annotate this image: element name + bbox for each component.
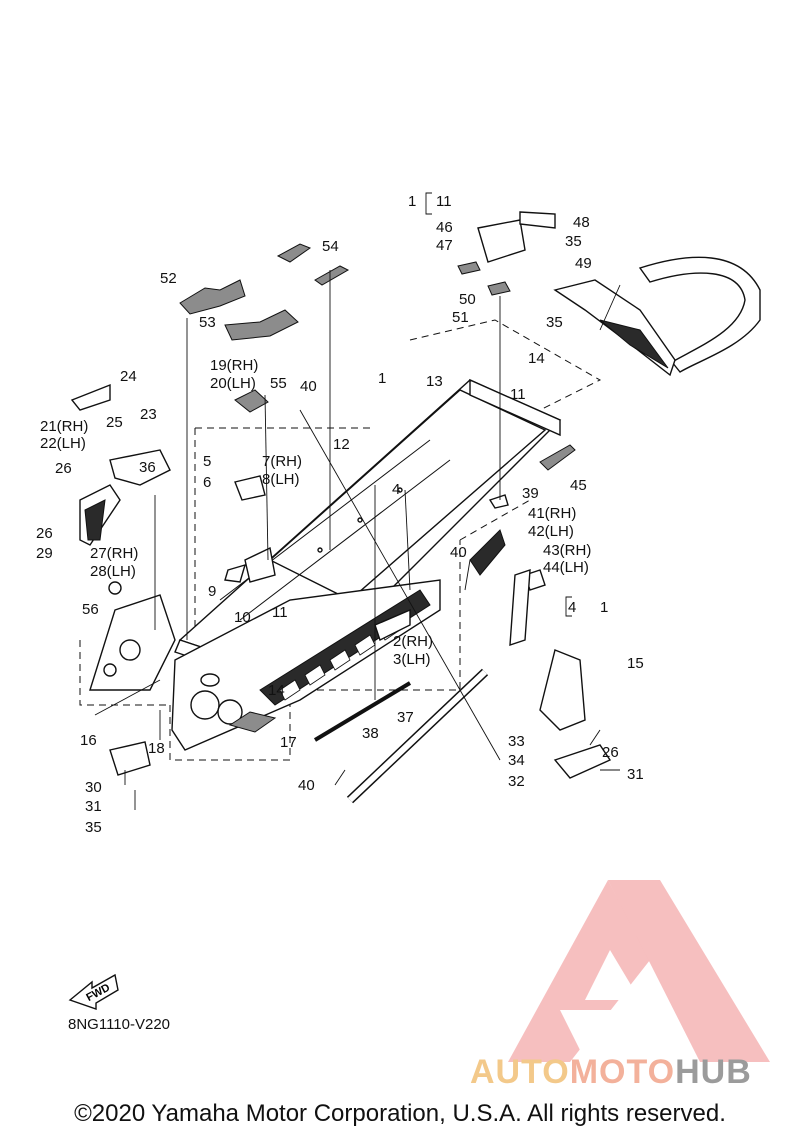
part-callout-55: 16	[80, 732, 97, 749]
part-callout-9: 35	[546, 314, 563, 331]
part-callout-38: 26	[36, 525, 53, 542]
part-callout-16: 19(RH)	[210, 357, 258, 374]
copyright-notice: ©2020 Yamaha Motor Corporation, U.S.A. A…	[74, 1100, 726, 1127]
part-callout-60: 33	[508, 733, 525, 750]
part-callout-39: 29	[36, 545, 53, 562]
rear-bumper	[553, 256, 761, 377]
part-callout-8: 51	[452, 309, 469, 326]
part-callout-15: 11	[510, 386, 526, 403]
part-callout-67: 31	[85, 798, 102, 815]
diagram-reference-code: 8NG1110-V220	[68, 1016, 171, 1033]
callout-bracket-1	[565, 596, 572, 617]
part-callout-19: 40	[300, 378, 317, 395]
rear-cover	[457, 211, 556, 296]
part-callout-12: 53	[199, 314, 216, 331]
part-callout-29: 8(LH)	[262, 471, 300, 488]
part-callout-20: 1	[378, 370, 386, 387]
part-callout-31: 26	[55, 460, 72, 477]
part-callout-58: 38	[362, 725, 379, 742]
part-callout-42: 9	[208, 583, 216, 600]
part-callout-63: 30	[85, 779, 102, 796]
part-callout-50: 11	[272, 604, 288, 621]
part-callout-51: 2(RH)	[393, 633, 433, 650]
tunnel-assembly	[174, 378, 562, 691]
part-callout-26: 25	[106, 414, 123, 431]
part-callout-36: 41(RH)	[528, 505, 576, 522]
part-callout-41: 28(LH)	[90, 563, 136, 580]
callout-bracket-0	[425, 192, 432, 215]
watermark-part-hub: HUB	[675, 1053, 752, 1091]
part-callout-0: 1	[408, 193, 416, 210]
part-callout-47: 4	[568, 599, 576, 616]
part-callout-65: 32	[508, 773, 525, 790]
part-callout-5: 35	[565, 233, 582, 250]
watermark-logo	[508, 880, 770, 1062]
part-callout-22: 12	[333, 436, 350, 453]
part-callout-18: 55	[270, 375, 287, 392]
part-callout-48: 1	[600, 599, 608, 616]
part-callout-57: 17	[280, 734, 297, 751]
part-callout-45: 44(LH)	[543, 559, 589, 576]
watermark-part-auto: AUTO	[470, 1053, 570, 1091]
part-callout-56: 18	[148, 740, 165, 757]
part-callout-62: 26	[602, 744, 619, 761]
part-callout-30: 6	[203, 474, 211, 491]
part-callout-14: 13	[426, 373, 443, 390]
part-callout-6: 49	[575, 255, 592, 272]
part-callout-3: 47	[436, 237, 453, 254]
part-callout-43: 40	[450, 544, 467, 561]
front-bulkhead	[89, 594, 176, 691]
part-callout-17: 20(LH)	[210, 375, 256, 392]
part-callout-4: 48	[573, 214, 590, 231]
part-callout-34: 45	[570, 477, 587, 494]
part-callout-24: 22(LH)	[40, 435, 86, 452]
part-callout-33: 4	[392, 481, 400, 498]
mat-54	[276, 243, 350, 286]
small-parts	[70, 383, 612, 779]
part-callout-44: 43(RH)	[543, 542, 591, 559]
bar-38	[313, 681, 412, 742]
part-callout-35: 39	[522, 485, 539, 502]
bar-37	[346, 668, 489, 804]
part-callout-68: 35	[85, 819, 102, 836]
part-callout-37: 42(LH)	[528, 523, 574, 540]
part-callout-66: 31	[627, 766, 644, 783]
part-callout-52: 3(LH)	[393, 651, 431, 668]
part-callout-21: 24	[120, 368, 137, 385]
mat-53	[224, 309, 299, 341]
part-callout-7: 50	[459, 291, 476, 308]
part-callout-1: 11	[436, 193, 452, 210]
part-callout-49: 10	[234, 609, 251, 626]
part-callout-59: 37	[397, 709, 414, 726]
part-callout-53: 15	[627, 655, 644, 672]
part-callout-23: 21(RH)	[40, 418, 88, 435]
part-callout-2: 46	[436, 219, 453, 236]
fwd-arrow-icon: FWD	[68, 973, 119, 1010]
mat-52	[179, 279, 246, 315]
leader-lines	[94, 270, 621, 810]
part-callout-32: 36	[139, 459, 156, 476]
part-callout-28: 7(RH)	[262, 453, 302, 470]
watermark-part-moto: MOTO	[569, 1053, 676, 1091]
part-callout-64: 40	[298, 777, 315, 794]
part-callout-27: 5	[203, 453, 211, 470]
watermark-text: AUTOMOTOHUB	[470, 1053, 752, 1092]
assembly-frame-main	[79, 319, 602, 761]
part-callout-46: 56	[82, 601, 99, 618]
part-callout-11: 54	[322, 238, 339, 255]
side-panel	[171, 579, 441, 751]
part-callout-13: 14	[528, 350, 545, 367]
part-callout-61: 34	[508, 752, 525, 769]
part-callout-54: 14	[268, 682, 285, 699]
part-callout-10: 52	[160, 270, 177, 287]
part-callout-25: 23	[140, 406, 157, 423]
part-callout-40: 27(RH)	[90, 545, 138, 562]
